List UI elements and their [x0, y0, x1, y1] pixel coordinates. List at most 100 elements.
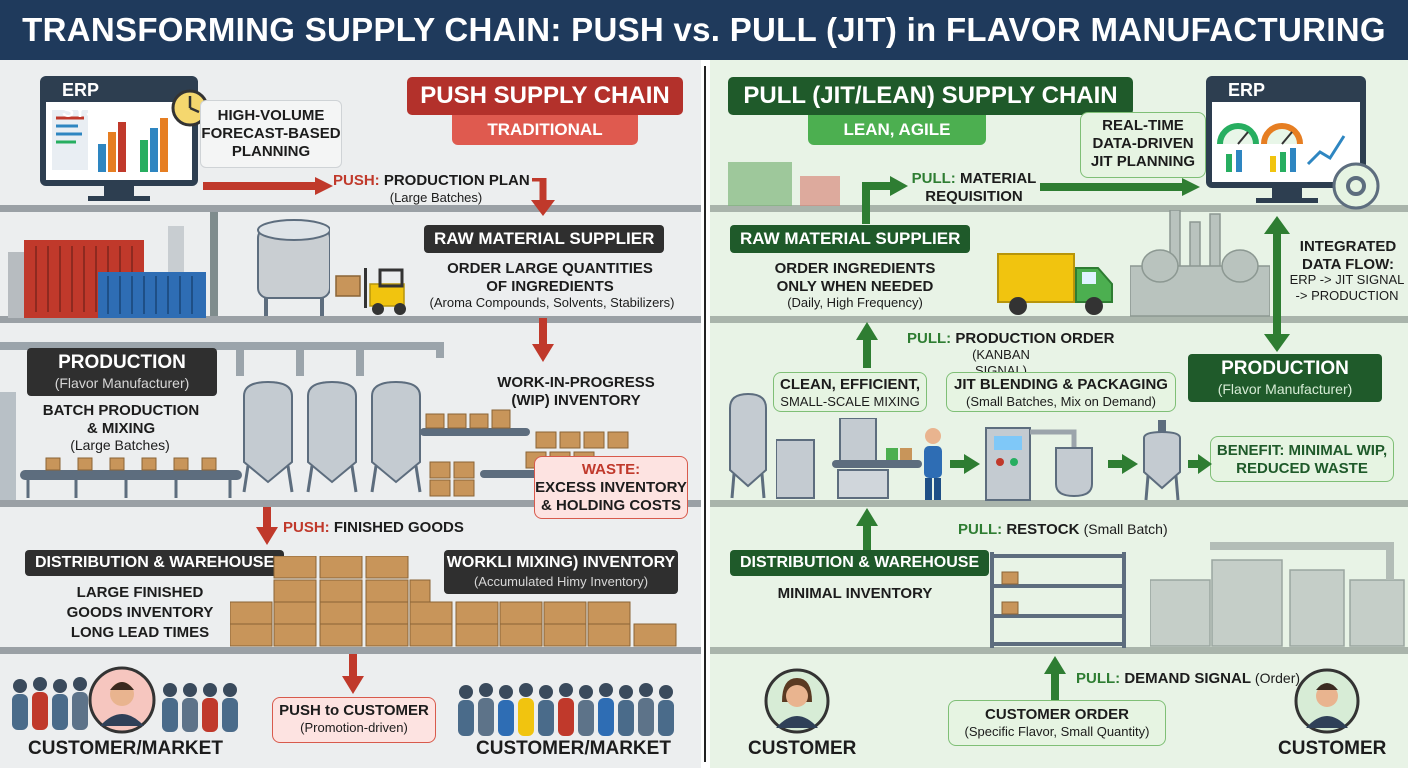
dataflow-text: INTEGRATED DATA FLOW: — [1299, 238, 1397, 273]
erp-monitor-icon — [1204, 74, 1394, 214]
floor-line — [0, 647, 701, 654]
push-production-tag: PRODUCTION (Flavor Manufacturer) — [27, 348, 217, 396]
pull-arrow2-label: PULL: PRODUCTION ORDER — [907, 330, 1115, 347]
customer-avatar-icon — [1294, 668, 1360, 734]
push-arrow2-label: PUSH: FINISHED GOODS — [283, 519, 464, 536]
jit-sub: (Small Batches, Mix on Demand) — [965, 394, 1156, 409]
pull-distribution-label: DISTRIBUTION & WAREHOUSE — [730, 550, 990, 576]
push-to-customer-text: PUSH to CUSTOMER — [279, 702, 429, 719]
pipework-icon — [0, 336, 470, 506]
customer-crowd-icon — [10, 672, 90, 732]
push-supplier-sub: (Aroma Compounds, Solvents, Stabilizers) — [429, 295, 675, 310]
pull-arrow4-label: PULL: DEMAND SIGNAL (Order) — [1076, 670, 1301, 687]
worker-icon — [918, 426, 948, 502]
push-arrow-right — [203, 177, 333, 195]
pull-arrow-right — [1040, 178, 1200, 196]
pull-heading: PULL (JIT/LEAN) SUPPLY CHAIN — [728, 77, 1133, 115]
pull-planning-note: REAL-TIME DATA-DRIVEN JIT PLANNING — [1080, 112, 1206, 178]
push-arrow-down — [532, 318, 554, 362]
push-heading: PUSH SUPPLY CHAIN — [407, 77, 683, 115]
floor-line — [0, 500, 701, 507]
forklift-icon — [334, 266, 416, 316]
pull-production-tag: PRODUCTION (Flavor Manufacturer) — [1188, 354, 1382, 402]
batch-sub: (Large Batches) — [70, 437, 170, 453]
pull-arrow-up — [856, 322, 878, 368]
batch-text: BATCH PRODUCTION & MIXING — [42, 402, 200, 437]
warehouse-boxes-icon — [230, 556, 678, 648]
pull-supplier-label: RAW MATERIAL SUPPLIER — [730, 225, 971, 253]
push-subheading: TRADITIONAL — [452, 115, 638, 145]
push-inventory-label: WORKLI MIXING) INVENTORY — [446, 554, 676, 571]
shelving-icon — [988, 552, 1128, 648]
delivery-truck-icon — [996, 252, 1116, 318]
erp-label: ERP SYSTEM — [1228, 80, 1303, 121]
floor-line — [710, 205, 1408, 212]
packaging-tank-icon — [1140, 420, 1184, 502]
push-inventory-tag: WORKLI MIXING) INVENTORY (Accumulated Hi… — [444, 550, 678, 594]
jit-blending-box: JIT BLENDING & PACKAGING (Small Batches,… — [946, 372, 1176, 412]
floor-line — [0, 205, 701, 212]
mixing-tanks-icon — [238, 376, 434, 494]
push-customer-right: CUSTOMER/MARKET — [476, 738, 671, 759]
pull-arrow3-label: PULL: RESTOCK (Small Batch) — [958, 521, 1168, 538]
waste-label: WASTE: — [581, 461, 641, 478]
clean-mixing-box: CLEAN, EFFICIENT, SMALL-SCALE MIXING — [773, 372, 927, 412]
customer-avatar-icon — [764, 668, 830, 734]
jit-text: JIT BLENDING & PACKAGING — [954, 376, 1168, 393]
clean-sub: SMALL-SCALE MIXING — [780, 394, 920, 409]
push-arrow1-sub: (Large Batches) — [389, 190, 483, 205]
small-tank-icon — [726, 388, 770, 500]
pull-supplier-text: ORDER INGREDIENTS ONLY WHEN NEEDED — [774, 260, 936, 295]
push-inventory-sub: (Accumulated Himy Inventory) — [473, 574, 649, 589]
dataflow-sub: ERP -> JIT SIGNAL -> PRODUCTION — [1289, 272, 1405, 303]
push-supplier-text: ORDER LARGE QUANTITIES OF INGREDIENTS — [447, 260, 653, 295]
floor-line — [710, 500, 1408, 507]
push-distribution-text: LARGE FINISHED GOODS INVENTORY LONG LEAD… — [66, 584, 214, 641]
page-title: TRANSFORMING SUPPLY CHAIN: PUSH vs. PULL… — [22, 11, 1386, 48]
customer-crowd-icon — [456, 680, 678, 738]
floor-line — [710, 647, 1408, 654]
push-production-sub: (Flavor Manufacturer) — [54, 375, 190, 391]
pull-customer-right: CUSTOMER — [1278, 738, 1387, 759]
data-flow-double-arrow — [1264, 216, 1290, 352]
clean-text: CLEAN, EFFICIENT, — [779, 376, 920, 393]
wip-text: WORK-IN-PROGRESS (WIP) INVENTORY — [497, 374, 655, 409]
pull-arrow-up-right — [858, 172, 908, 224]
push-customer-left: CUSTOMER/MARKET — [28, 738, 223, 759]
shipping-containers-icon — [8, 226, 248, 318]
factory-icon — [1130, 210, 1270, 318]
customer-order-text: CUSTOMER ORDER — [985, 706, 1129, 723]
push-production-label: PRODUCTION — [58, 352, 186, 373]
pull-subheading: LEAN, AGILE — [808, 115, 986, 145]
blending-station-icon — [984, 418, 1104, 502]
floor-line — [0, 316, 701, 323]
pull-arrow-up — [856, 508, 878, 552]
pull-production-sub: (Flavor Manufacturer) — [1217, 381, 1353, 397]
benefit-box: BENEFIT: MINIMAL WIP, REDUCED WASTE — [1210, 436, 1394, 482]
pull-arrow1-label: PULL: MATERIAL REQUISITION — [911, 170, 1037, 205]
push-arrow-down — [342, 654, 364, 694]
waste-box: WASTE: EXCESS INVENTORY & HOLDING COSTS — [534, 456, 688, 519]
pull-arrow-right — [950, 454, 980, 474]
customer-crowd-icon — [160, 678, 240, 734]
floor-line — [710, 316, 1408, 323]
push-arrow-down — [256, 507, 278, 545]
erp-monitor-icon — [38, 74, 208, 204]
push-arrow-down — [530, 178, 556, 218]
push-to-customer-box: PUSH to CUSTOMER (Promotion-driven) — [272, 697, 436, 743]
push-supplier-label: RAW MATERIAL SUPPLIER — [424, 225, 665, 253]
erp-label: ERP SYSTEM — [62, 80, 137, 121]
title-bar: TRANSFORMING SUPPLY CHAIN: PUSH vs. PULL… — [0, 0, 1408, 60]
pull-customer-left: CUSTOMER — [748, 738, 857, 759]
pull-supplier-sub: (Daily, High Frequency) — [787, 295, 923, 310]
panel-divider — [701, 60, 710, 768]
push-distribution-label: DISTRIBUTION & WAREHOUSE — [25, 550, 285, 576]
pull-factory-icon — [1150, 540, 1406, 648]
pull-arrow-right — [1108, 454, 1138, 474]
customer-avatar-icon — [88, 666, 156, 734]
conveyor-belt-icon — [16, 456, 246, 498]
silo-tank-icon — [210, 210, 330, 318]
pull-arrow-right — [1188, 454, 1212, 474]
mixer-machine-icon — [776, 418, 926, 500]
waste-text: EXCESS INVENTORY & HOLDING COSTS — [535, 479, 687, 514]
